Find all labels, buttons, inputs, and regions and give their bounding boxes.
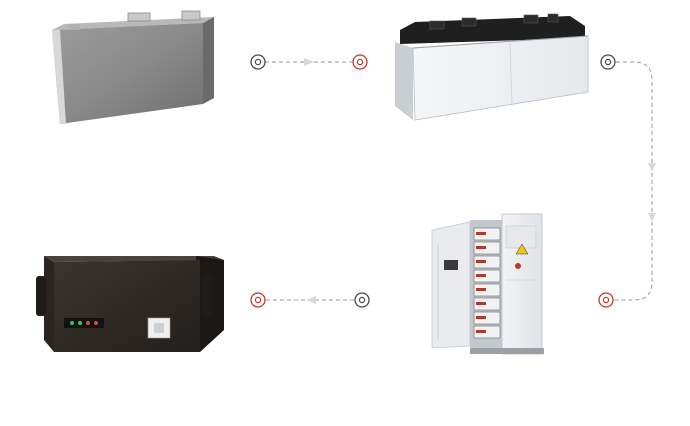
module-terminal-left <box>127 12 151 22</box>
marker-cabinet-out <box>354 292 370 308</box>
rack-handle-left <box>36 276 46 316</box>
connector-cabinet-to-rack <box>265 296 354 304</box>
rack-battery-image <box>36 256 224 352</box>
battery-pack-image <box>395 13 589 121</box>
arrowhead-right-icon <box>304 58 314 66</box>
marker-rack-in <box>250 292 266 308</box>
rack-handle-right <box>202 274 212 316</box>
module-terminal-right <box>181 10 201 21</box>
storage-cabinet-image <box>431 213 544 355</box>
connector-module-to-pack <box>265 58 352 66</box>
arrowhead-left-icon <box>306 296 316 304</box>
arrowhead-down-icon <box>648 163 656 172</box>
marker-cabinet-in <box>598 292 614 308</box>
battery-module-image <box>52 10 214 124</box>
cabinet-battery-rack <box>473 227 501 339</box>
emergency-stop-icon <box>515 263 521 269</box>
connector-pack-to-cabinet <box>614 61 656 301</box>
arrowhead-down-icon <box>648 213 656 222</box>
marker-module-out <box>250 54 266 70</box>
warning-icon <box>515 243 529 255</box>
marker-pack-in <box>352 54 368 70</box>
marker-pack-out <box>600 54 616 70</box>
